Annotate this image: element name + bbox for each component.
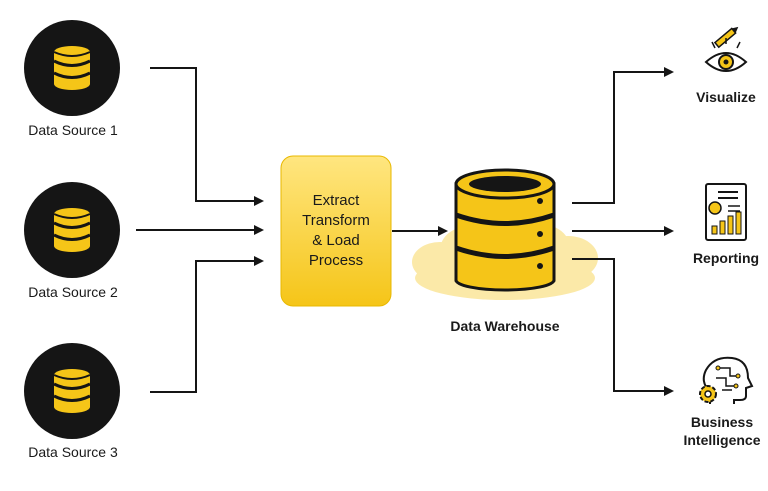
report-chart-icon [705,183,747,241]
eye-pencil-icon [704,26,748,72]
connector-source3-etl [150,256,264,393]
data-source-3 [24,343,120,439]
data-source-1-label: Data Source 1 [28,122,118,138]
data-source-3-label: Data Source 3 [28,444,118,460]
database-icon [53,208,91,252]
data-source-2 [24,182,120,278]
data-source-1 [24,20,120,116]
ai-head-gear-icon [699,356,754,404]
database-icon [53,46,91,90]
data-warehouse-icon [454,168,556,292]
etl-label: Extract Transform & Load Process [302,192,370,269]
visualize-label: Visualize [696,89,756,105]
data-warehouse-label: Data Warehouse [450,318,560,334]
etl-box [280,155,392,307]
business-intelligence-label: Business Intelligence [683,414,761,448]
data-source-2-label: Data Source 2 [28,284,118,300]
connector-warehouse-bi [572,258,674,396]
reporting-label: Reporting [692,250,760,266]
connector-source1-etl [150,67,264,206]
connector-warehouse-visualize [572,67,674,204]
database-icon [53,369,91,413]
